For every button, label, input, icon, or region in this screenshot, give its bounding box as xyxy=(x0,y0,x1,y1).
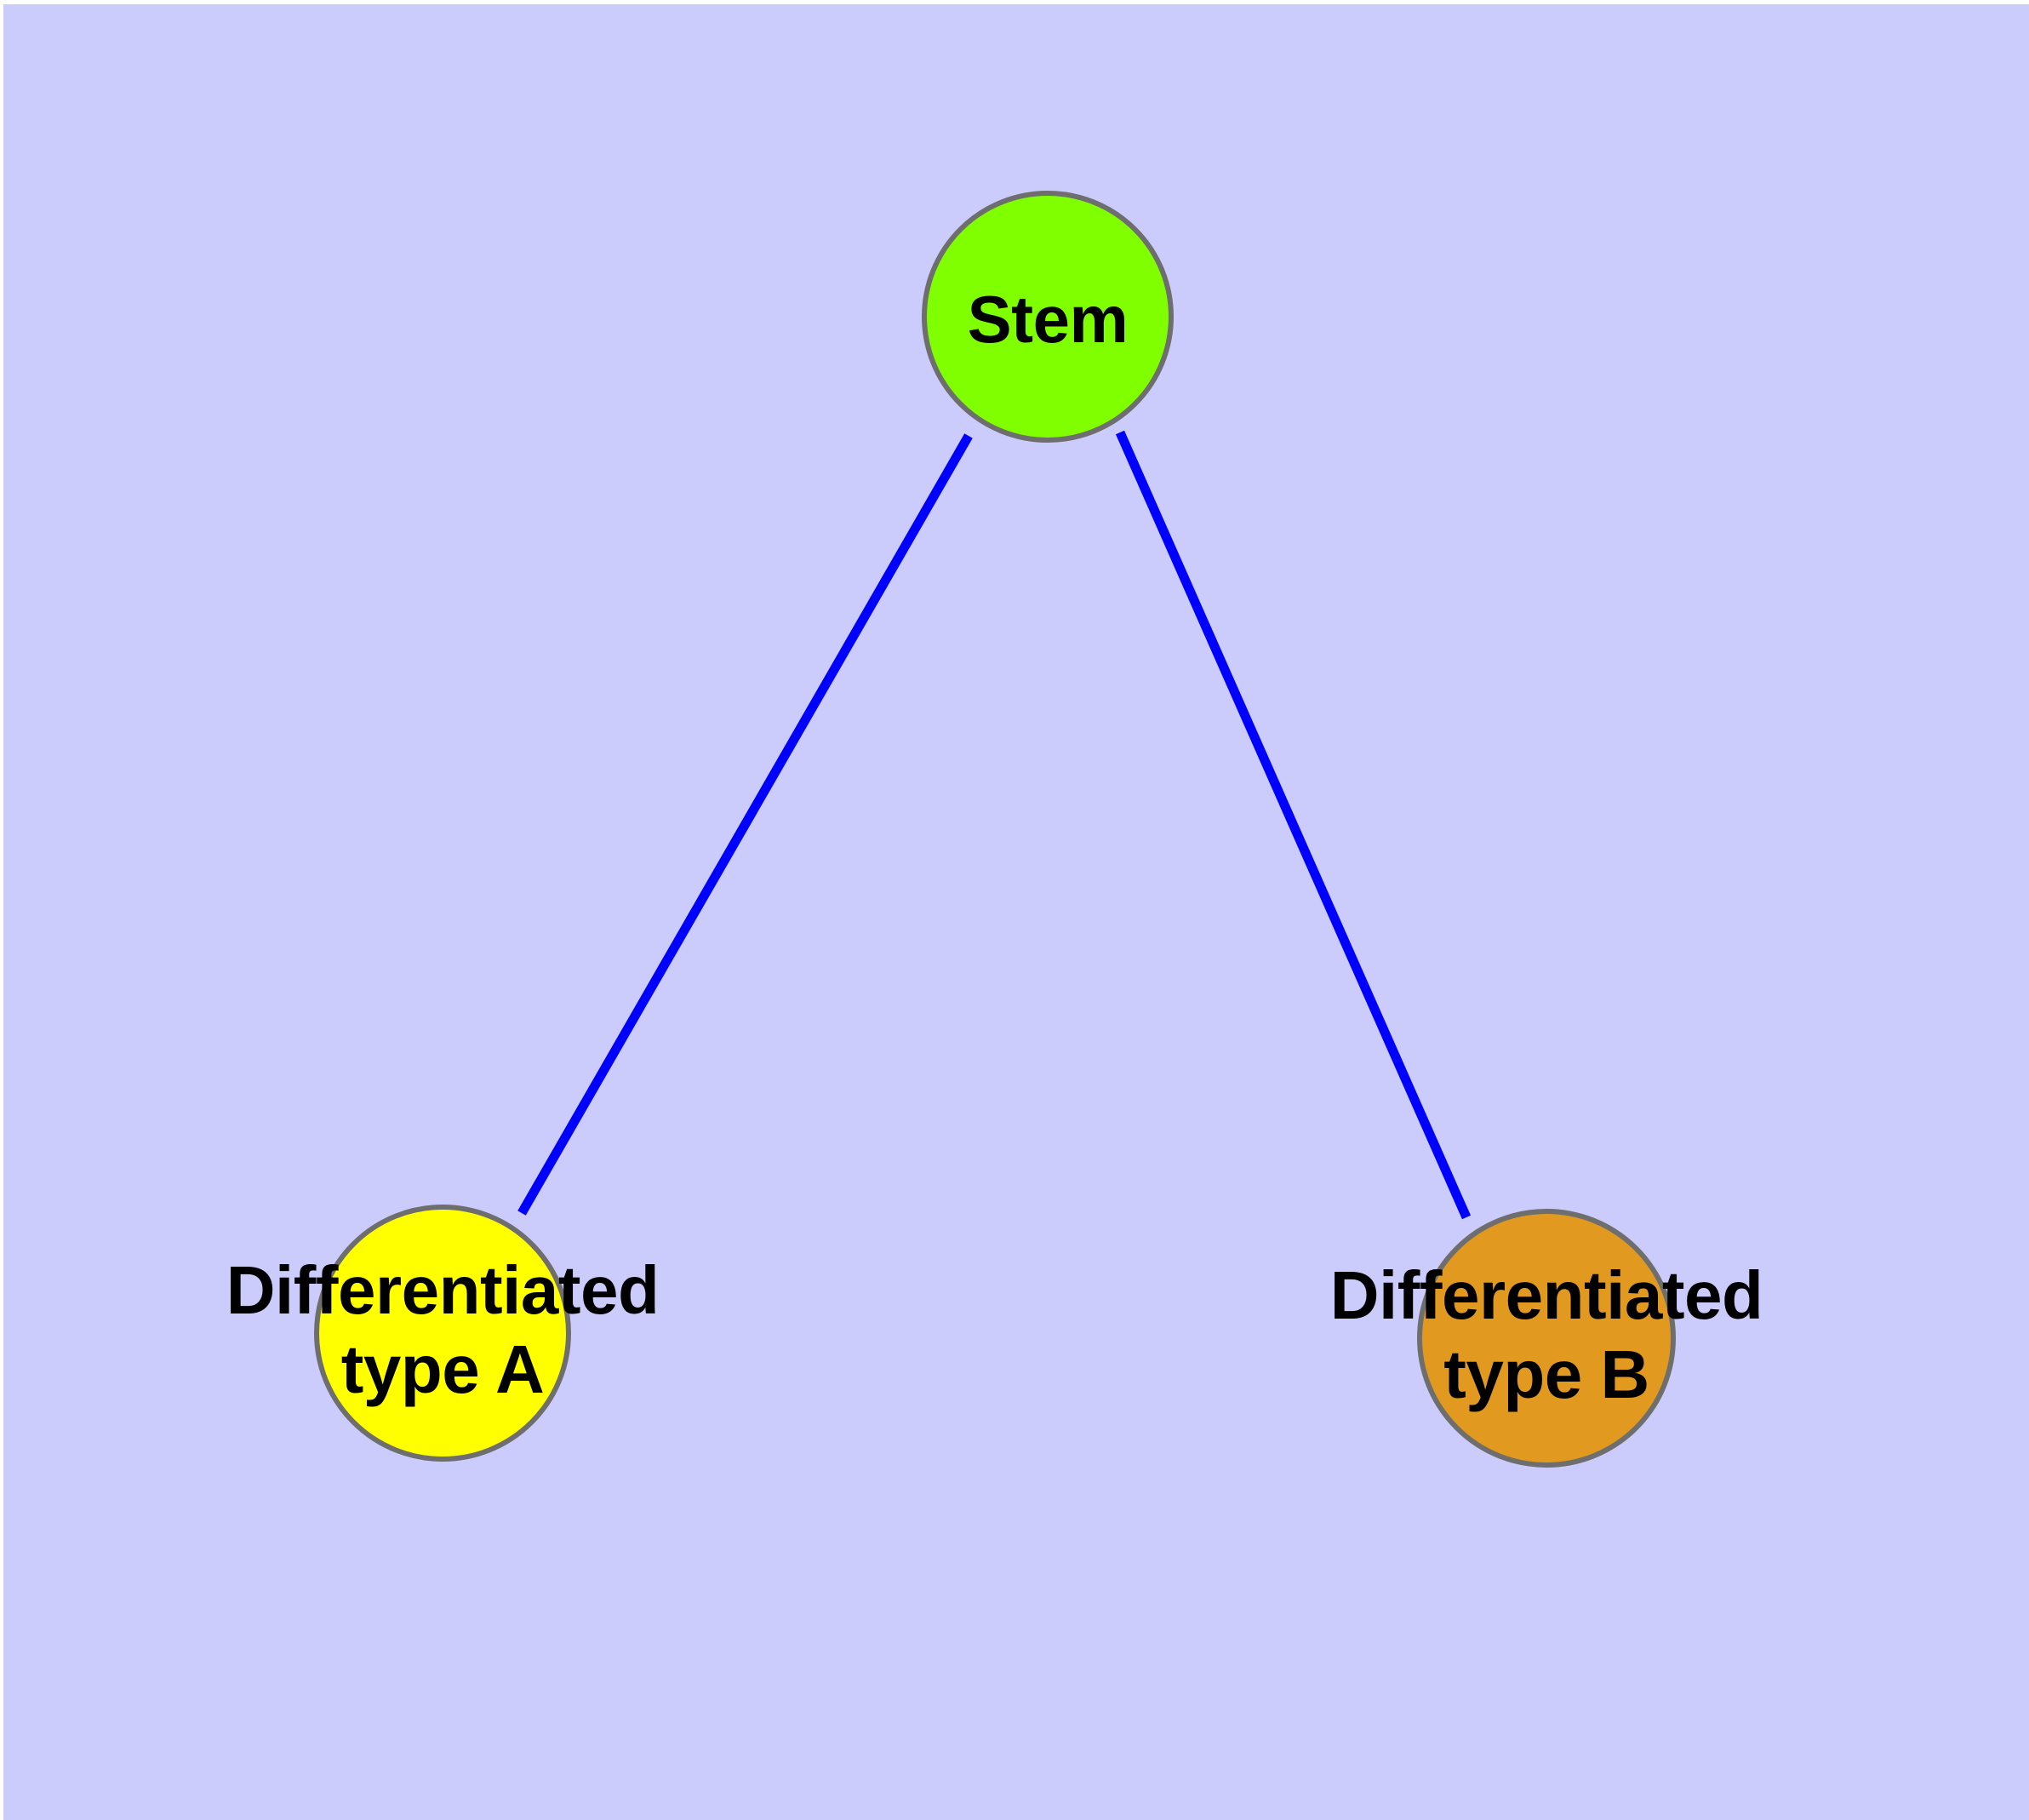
edge-stem-to-differentiated-type-b[interactable] xyxy=(1115,430,1472,1220)
node-differentiated-type-a[interactable] xyxy=(314,1205,571,1462)
node-stem[interactable] xyxy=(922,191,1174,443)
node-differentiated-type-b[interactable] xyxy=(1417,1209,1676,1468)
edge-stem-to-differentiated-type-a[interactable] xyxy=(517,433,973,1216)
